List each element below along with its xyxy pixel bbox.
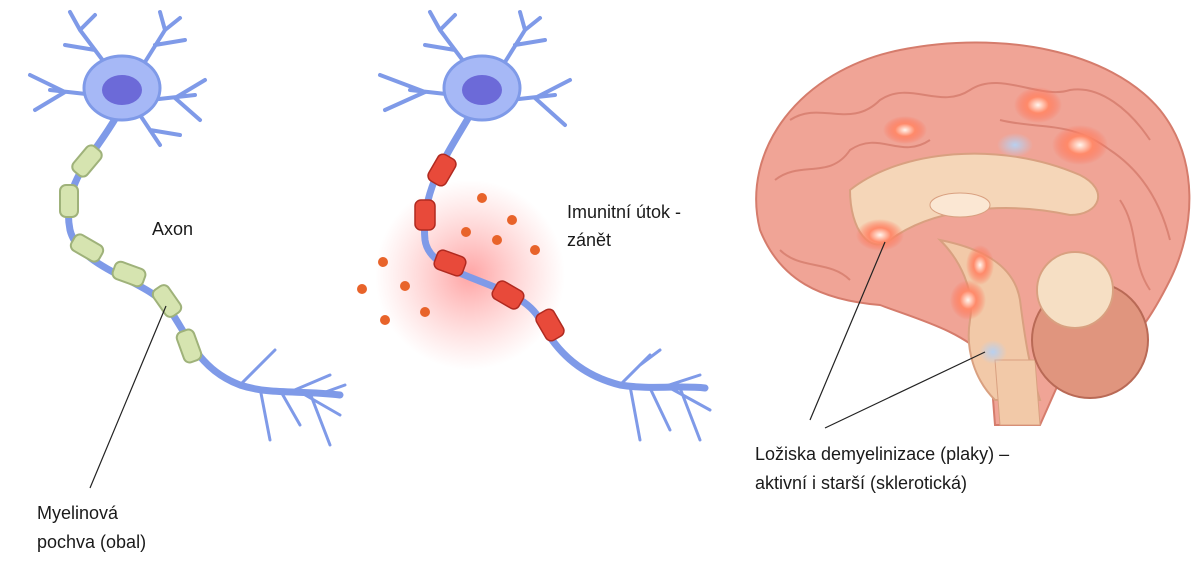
pointer-lines <box>89 241 986 489</box>
plaque-pointer-line-1 <box>809 241 886 421</box>
attacked-neuron <box>378 10 712 442</box>
damaged-myelin <box>414 153 565 342</box>
lesions <box>856 87 1108 320</box>
myelin-label-line1: Myelinová <box>37 503 119 523</box>
plaques-label-line1: Ložiska demyelinizace (plaky) – <box>755 444 1010 464</box>
immune-attack-label-line2: zánět <box>567 230 612 250</box>
immune-cells <box>357 193 540 325</box>
brain-sagittal <box>755 41 1191 426</box>
axon-label: Axon <box>152 219 194 239</box>
immune-attack-label-line1: Imunitní útok - <box>567 202 682 222</box>
myelin-pointer-line <box>89 305 167 489</box>
myelin-segments <box>59 144 203 364</box>
myelin-label-line2: pochva (obal) <box>37 532 147 552</box>
plaque-pointer-line-2 <box>824 351 986 429</box>
plaques-label-line2: aktivní i starší (sklerotická) <box>755 473 968 493</box>
